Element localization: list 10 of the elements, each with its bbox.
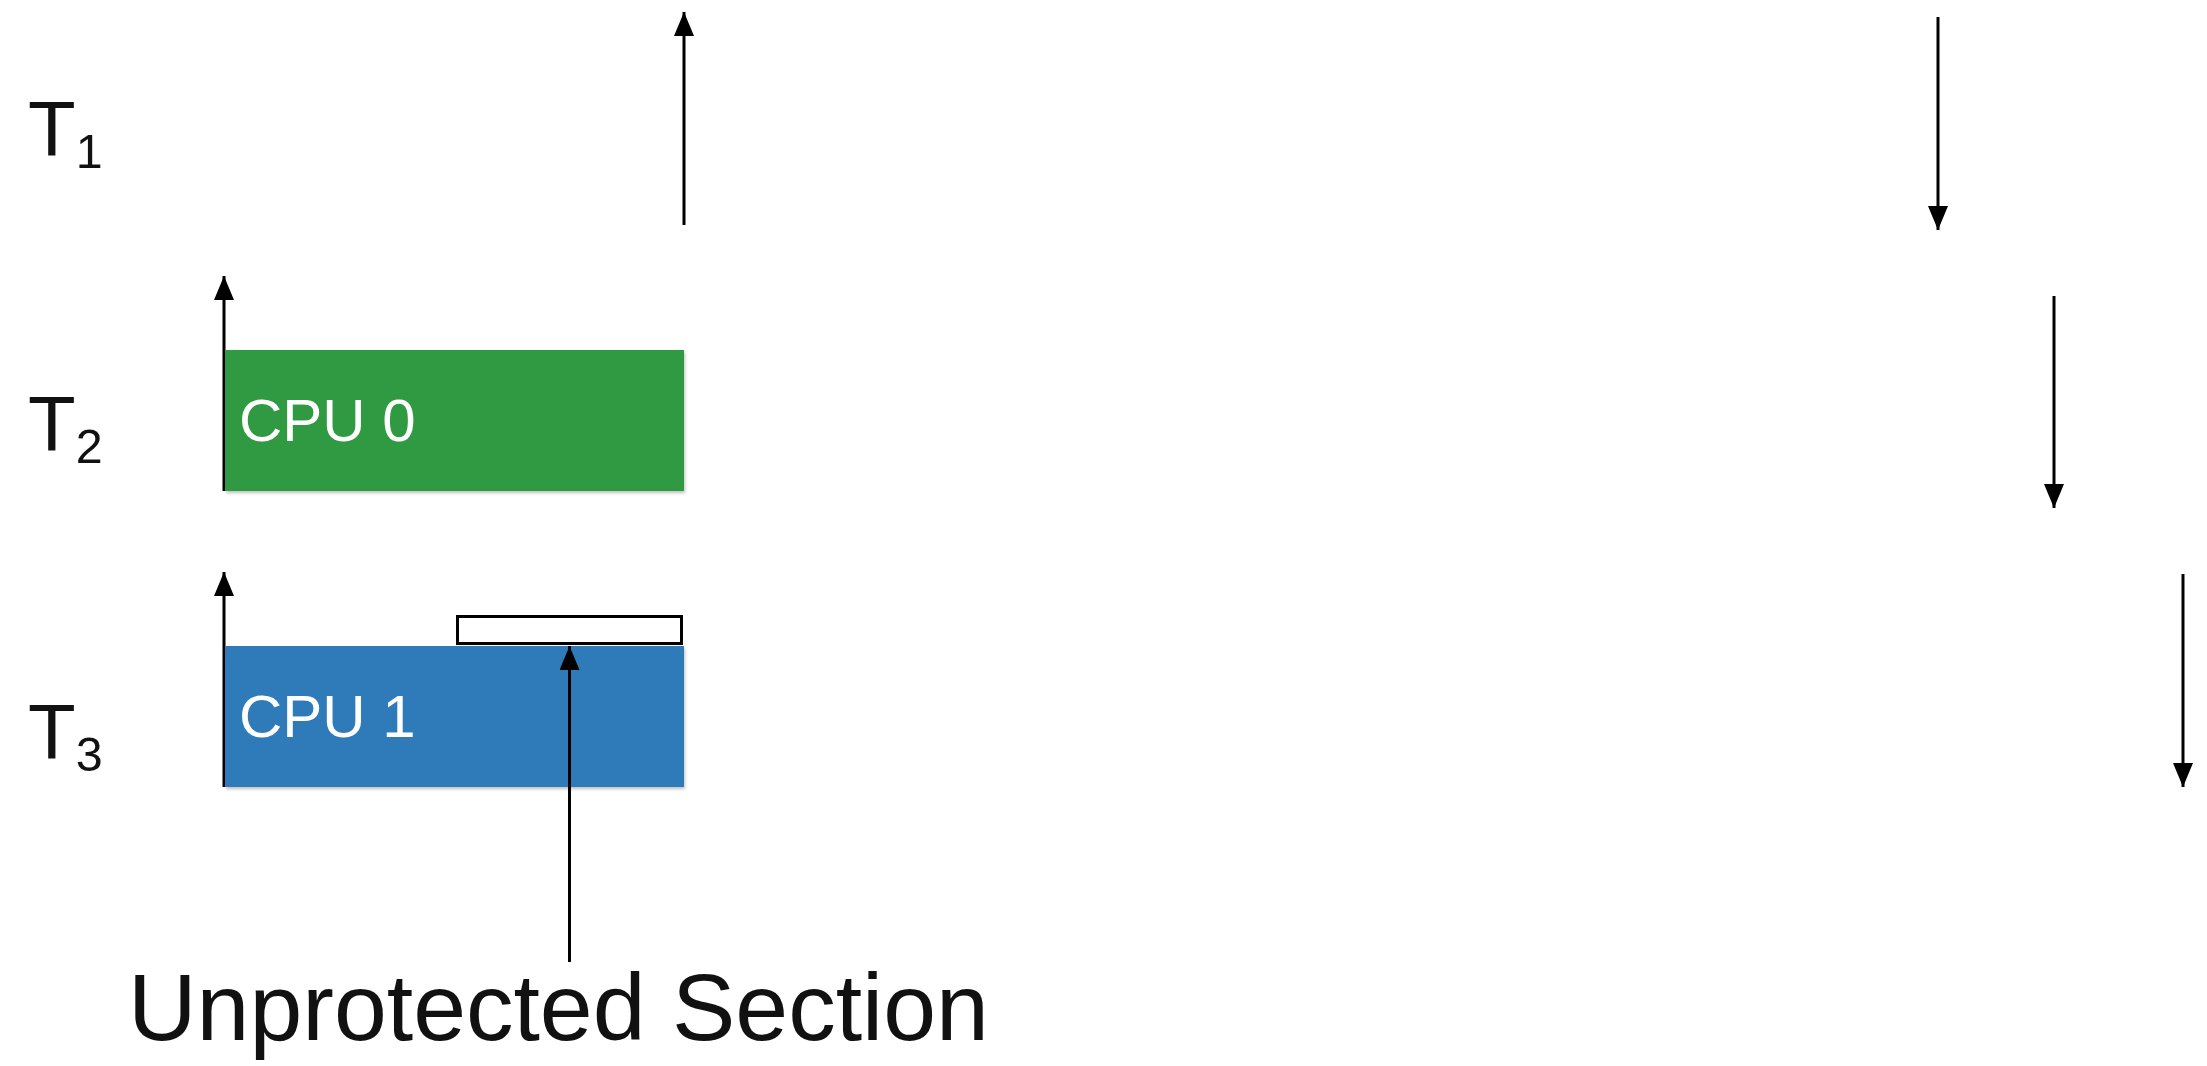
cpu-bar [225, 350, 684, 491]
thread-label: T$_{2}$ [28, 385, 103, 471]
leader-arrow [559, 646, 580, 962]
callout-label: Unprotected Section [128, 958, 1028, 1058]
cpu-label: CPU 0 [239, 390, 416, 451]
cpu-label: CPU 1 [239, 686, 416, 747]
section-box [456, 615, 683, 645]
thread-label: T$_{3}$ [28, 693, 103, 779]
cpu-bar [225, 646, 684, 787]
thread-label: T$_{1}$ [28, 90, 103, 176]
